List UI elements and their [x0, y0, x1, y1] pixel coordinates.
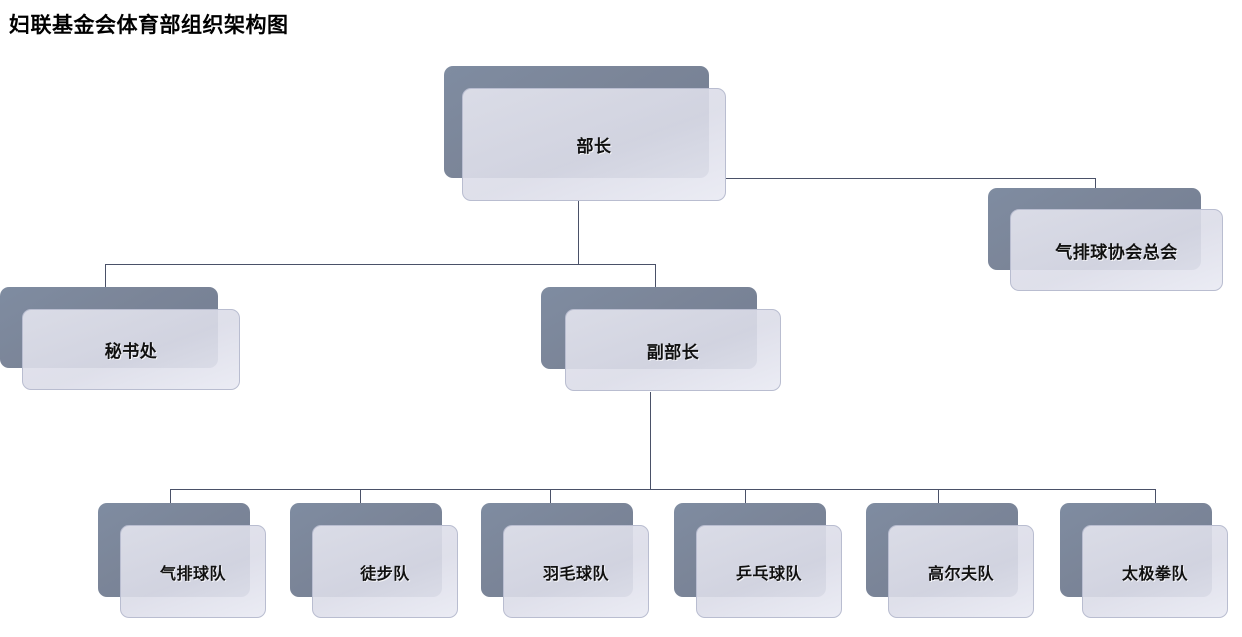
- node-team-golf[interactable]: 高尔夫队: [866, 503, 1034, 618]
- node-team-hiking[interactable]: 徒步队: [290, 503, 458, 618]
- connector-team1-drop: [170, 489, 171, 505]
- node-team-badminton-panel[interactable]: 羽毛球队: [503, 525, 649, 618]
- node-minister[interactable]: 部长: [444, 66, 726, 201]
- node-minister-panel[interactable]: 部长: [462, 88, 726, 201]
- connector-secretary-drop: [105, 264, 106, 288]
- node-team-badminton[interactable]: 羽毛球队: [481, 503, 649, 618]
- node-team-air-volleyball[interactable]: 气排球队: [98, 503, 266, 618]
- connector-minister-to-assoc-horizontal: [725, 178, 1096, 179]
- node-team-badminton-label: 羽毛球队: [542, 565, 609, 583]
- node-secretary-label: 秘书处: [104, 342, 158, 361]
- node-team-golf-label: 高尔夫队: [927, 565, 994, 583]
- connector-vice-stem: [650, 392, 651, 489]
- node-secretary-panel[interactable]: 秘书处: [22, 309, 240, 390]
- node-team-table-tennis[interactable]: 乒乓球队: [674, 503, 842, 618]
- connector-team3-drop: [550, 489, 551, 505]
- page-title: 妇联基金会体育部组织架构图: [9, 14, 289, 37]
- node-team-hiking-panel[interactable]: 徒步队: [312, 525, 458, 618]
- connector-team5-drop: [938, 489, 939, 505]
- node-team-hiking-label: 徒步队: [360, 565, 410, 583]
- node-secretary[interactable]: 秘书处: [0, 287, 240, 390]
- connector-assoc-drop: [1095, 178, 1096, 190]
- connector-minister-stem: [578, 200, 579, 264]
- node-vice-minister-label: 副部长: [646, 342, 700, 362]
- node-assoc-panel[interactable]: 气排球协会总会: [1010, 209, 1223, 291]
- node-team-air-volleyball-panel[interactable]: 气排球队: [120, 525, 266, 618]
- node-assoc[interactable]: 气排球协会总会: [988, 188, 1223, 291]
- connector-team2-drop: [360, 489, 361, 505]
- node-team-taichi[interactable]: 太极拳队: [1060, 503, 1228, 618]
- connector-team6-drop: [1155, 489, 1156, 505]
- node-team-taichi-label: 太极拳队: [1121, 565, 1188, 583]
- node-team-air-volleyball-label: 气排球队: [159, 565, 226, 583]
- connector-level2-bus: [170, 489, 1156, 490]
- node-team-taichi-panel[interactable]: 太极拳队: [1082, 525, 1228, 618]
- connector-level1-bus: [105, 264, 656, 265]
- node-team-table-tennis-panel[interactable]: 乒乓球队: [696, 525, 842, 618]
- connector-team4-drop: [745, 489, 746, 505]
- connector-vice-drop: [655, 264, 656, 287]
- node-team-table-tennis-label: 乒乓球队: [735, 565, 802, 583]
- node-assoc-label: 气排球协会总会: [1055, 242, 1178, 262]
- node-vice-minister-panel[interactable]: 副部长: [565, 309, 781, 391]
- node-minister-label: 部长: [576, 137, 612, 156]
- node-team-golf-panel[interactable]: 高尔夫队: [888, 525, 1034, 618]
- node-vice-minister[interactable]: 副部长: [541, 287, 781, 391]
